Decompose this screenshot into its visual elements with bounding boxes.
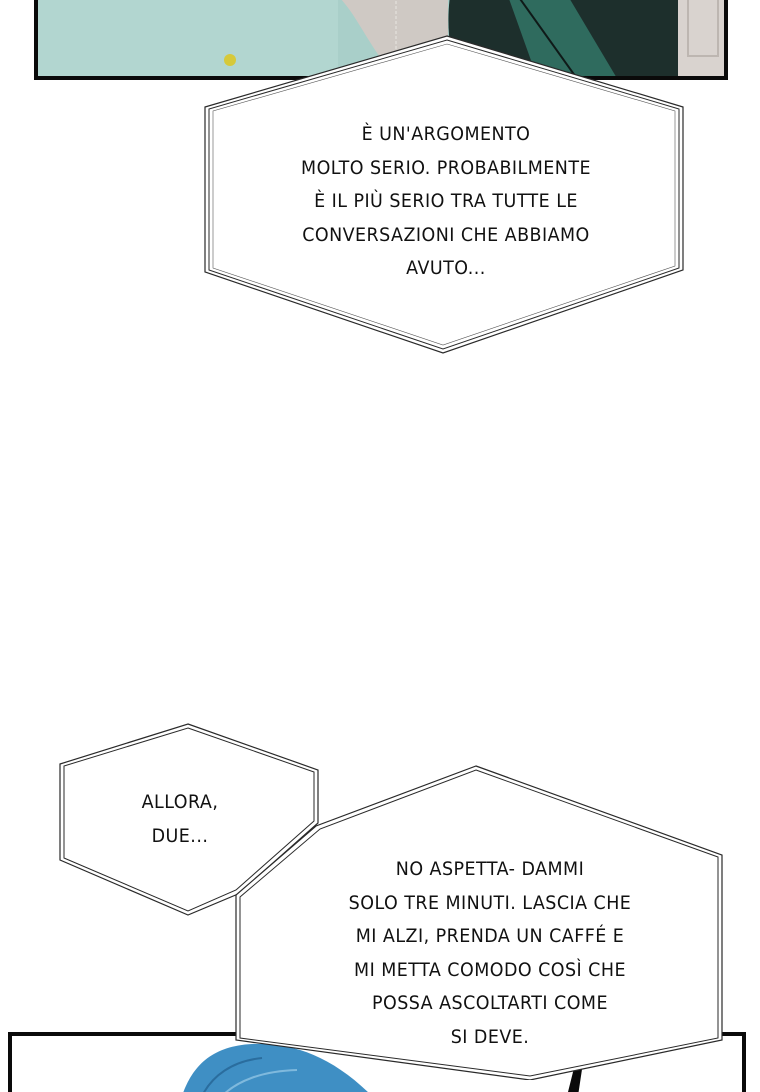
bubble-3-line-3: MI ALZI, PRENDA UN CAFFÉ E: [355, 925, 625, 947]
bubble-3-line-5: POSSA ASCOLTARTI COME: [372, 992, 608, 1014]
top-panel-illustration: [34, 0, 728, 80]
bubble-1-line-2: MOLTO SERIO. PROBABILMENTE: [301, 156, 591, 179]
bubble-1-line-5: AVUTO...: [406, 257, 486, 279]
bubble-2-line-1: ALLORA,: [141, 791, 219, 813]
bubble-1-line-3: È IL PIÙ SERIO TRA TUTTE LE: [314, 190, 578, 212]
bubble-3-line-1: NO ASPETTA- DAMMI: [395, 858, 585, 880]
bubble-1-line-4: CONVERSAZIONI CHE ABBIAMO: [302, 223, 590, 246]
speech-bubble-3-text: NO ASPETTA- DAMMI SOLO TRE MINUTI. LASCI…: [306, 853, 674, 1054]
top-panel-art: [38, 0, 724, 76]
bubble-3-line-4: MI METTA COMODO COSÌ CHE: [354, 958, 626, 981]
yellow-dot: [224, 54, 236, 66]
speech-bubble-1-text: È UN'ARGOMENTO MOLTO SERIO. PROBABILMENT…: [262, 118, 630, 286]
bubble-1-line-1: È UN'ARGOMENTO: [361, 123, 531, 145]
bubble-3-line-2: SOLO TRE MINUTI. LASCIA CHE: [348, 891, 632, 914]
bubble-3-line-6: SI DEVE.: [450, 1025, 530, 1048]
speech-bubble-2-text: ALLORA, DUE...: [116, 786, 245, 853]
bubble-2-line-2: DUE...: [151, 824, 209, 847]
